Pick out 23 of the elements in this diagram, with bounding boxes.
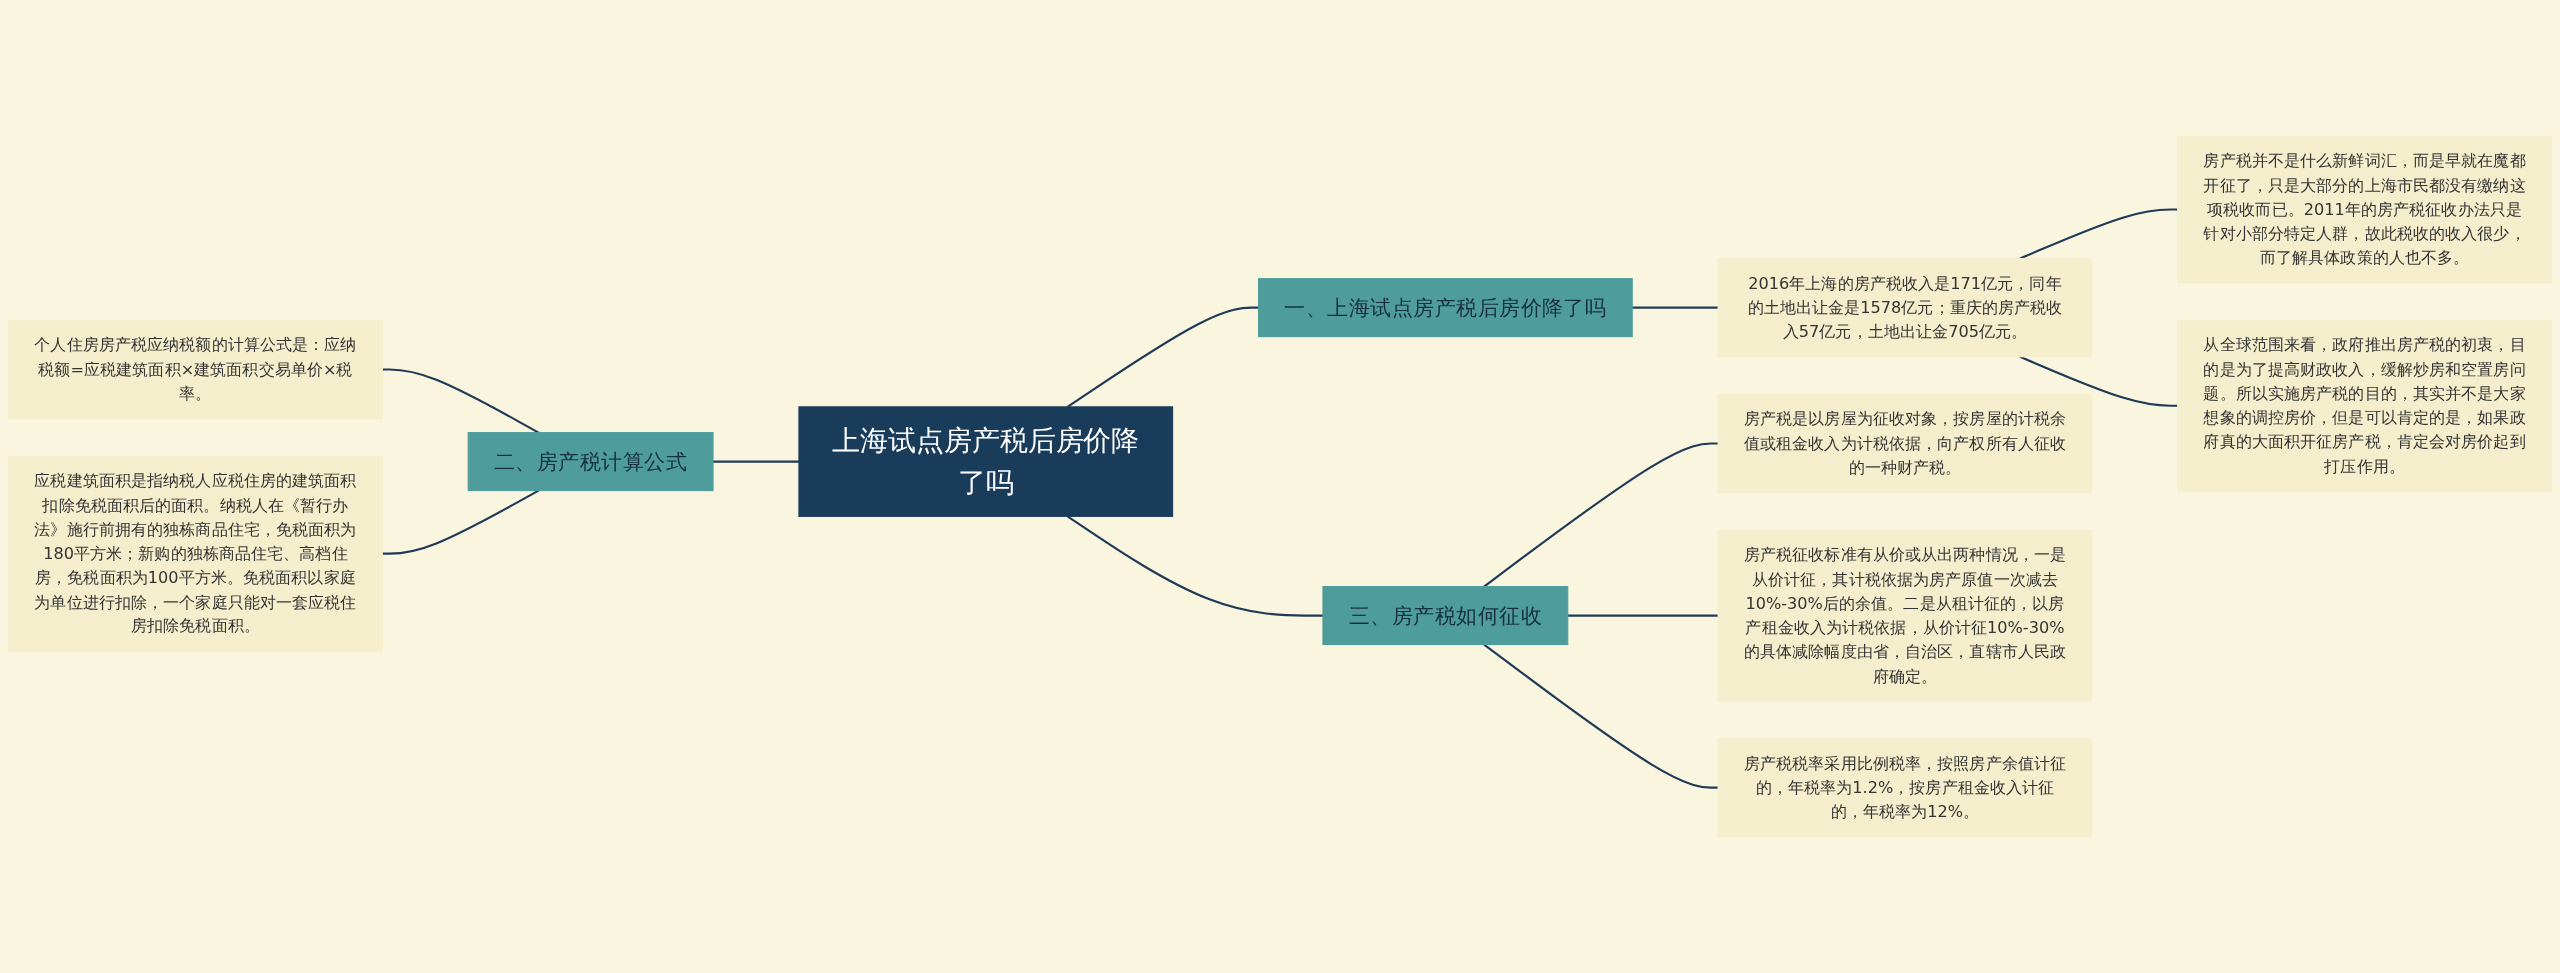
connector (2019, 355, 2178, 407)
node-box: 一、上海试点房产税后房价降了吗 (1258, 278, 1633, 338)
node-box: 应税建筑面积是指纳税人应税住房的建筑面积扣除免税面积后的面积。纳税人在《暂行办法》施行前拥有的独栋商品住宅，免税面积为180平方米；新购的独栋商品住宅、高档住房，免税面积为100平方米。免税面积以家庭为单位进行扣除，一个家庭只能对一套应税住房扣除免税面积。 (8, 455, 383, 652)
connector (1066, 515, 1323, 617)
connector (1483, 643, 1719, 789)
node-box: 2016年上海的房产税收入是171亿元，同年的土地出让金是1578亿元；重庆的房产税收入57亿元，土地出让金705亿元。 (1717, 257, 2093, 358)
node-box: 从全球范围来看，政府推出房产税的初衷，目的是为了提高财政收入，缓解炒房和空置房问题。所以实施房产税的目的，其实并不是大家想象的调控房价，但是可以肯定的是，如果政府真的大面积开征房产税，肯定会对房价起到打压作用。 (2177, 319, 2552, 492)
node-box: 个人住房房产税应纳税额的计算公式是：应纳税额=应税建筑面积×建筑面积交易单价×税率。 (8, 319, 383, 420)
connector (2019, 208, 2178, 260)
connector (1483, 442, 1719, 588)
connector (1567, 614, 1719, 617)
node-box: 房产税征收标准有从价或从出两种情况，一是从价计征，其计税依据为房产原值一次减去10%-30%后的余值。二是从租计征的，以房产租金收入为计税依据，从价计征10%-30%的具体减除幅度由省，自治区，直辖市人民政府确定。 (1717, 529, 2093, 702)
connector (1632, 306, 1719, 309)
connector (1066, 306, 1259, 408)
node-box: 上海试点房产税后房价降了吗 (798, 406, 1174, 517)
node-box: 二、房产税计算公式 (467, 432, 714, 492)
connector (382, 489, 540, 555)
connector (382, 368, 540, 434)
node-box: 房产税并不是什么新鲜词汇，而是早就在魔都开征了，只是大部分的上海市民都没有缴纳这项税收而已。2011年的房产税征收办法只是针对小部分特定人群，故此税收的收入很少，而了解具体政策的人也不多。 (2177, 135, 2552, 284)
node-box: 房产税税率采用比例税率，按照房产余值计征的，年税率为1.2%，按房产租金收入计征的，年税率为12%。 (1717, 737, 2093, 838)
connector (713, 460, 799, 463)
node-box: 三、房产税如何征收 (1322, 586, 1569, 646)
node-box: 房产税是以房屋为征收对象，按房屋的计税余值或租金收入为计税依据，向产权所有人征收的一种财产税。 (1717, 393, 2093, 494)
